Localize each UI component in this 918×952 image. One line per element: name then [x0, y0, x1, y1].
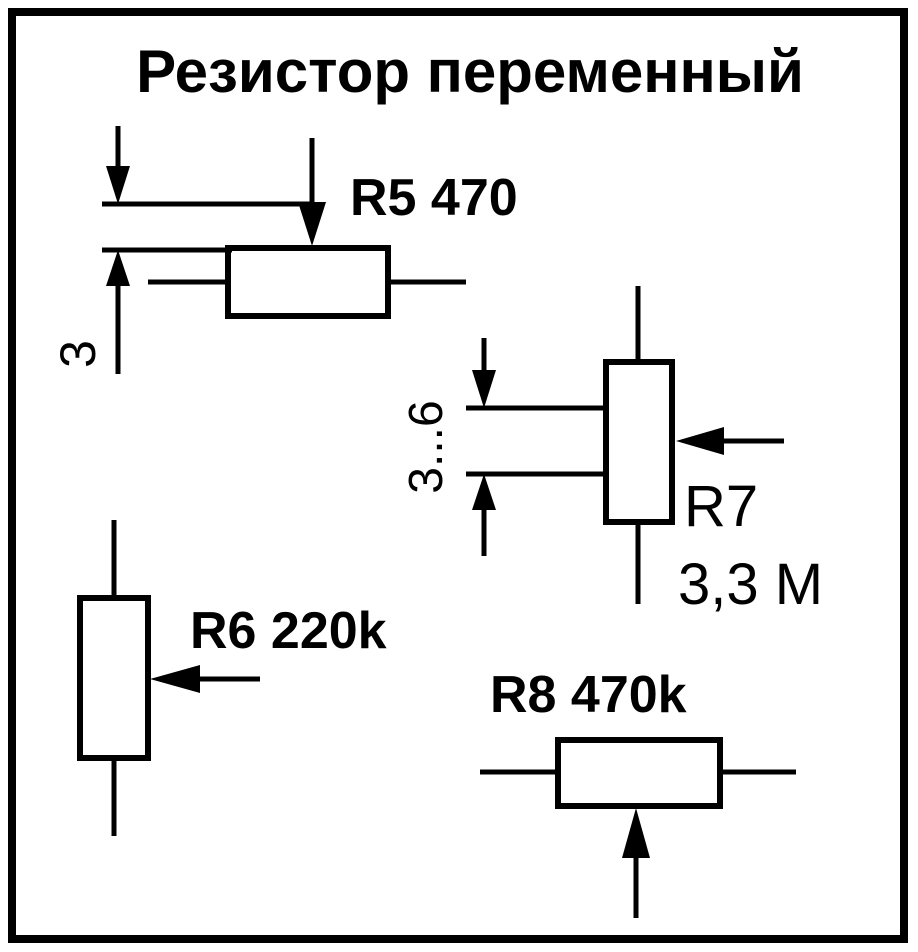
r6-wiper-arrowhead: [150, 665, 200, 693]
r5-dimension-label: 3: [50, 340, 106, 368]
r5-body: [225, 245, 391, 319]
r6-body: [77, 595, 151, 761]
r8-body: [555, 737, 723, 809]
r7-body: [603, 359, 675, 525]
diagram-title: Резистор переменный: [136, 38, 804, 105]
resistor-r6: R6 220k: [77, 520, 387, 836]
resistor-r7: 3...6 R7 3,3 M: [400, 286, 823, 617]
r5-label: R5 470: [350, 169, 518, 227]
r5-dim-arrowhead-up: [106, 250, 130, 286]
outer-frame: [8, 8, 908, 943]
r7-dim-arrowhead-down: [472, 370, 496, 408]
r7-wiper-arrowhead: [676, 427, 724, 455]
r7-designator: R7: [684, 474, 758, 539]
r5-wiper-arrowhead: [298, 202, 326, 246]
r7-value: 3,3 M: [678, 552, 823, 617]
resistor-r5: R5 470 3: [50, 126, 518, 374]
resistor-r8: R8 470k: [480, 666, 796, 918]
r6-label: R6 220k: [190, 602, 387, 660]
r5-dim-arrowhead-down: [106, 166, 130, 204]
r7-dimension-label: 3...6: [400, 400, 453, 493]
r8-label: R8 470k: [490, 666, 687, 724]
r8-wiper-arrowhead: [622, 808, 650, 858]
r7-dim-arrowhead-up: [472, 474, 496, 510]
